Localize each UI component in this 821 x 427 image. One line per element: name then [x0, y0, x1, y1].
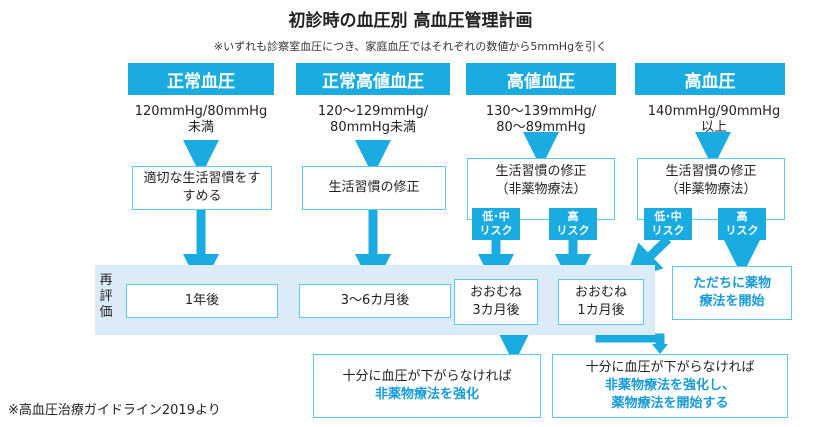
risk-label: 低･中: [654, 210, 682, 223]
action-elevated-line2: （非薬物療法）: [495, 182, 587, 197]
reeval-elevated-high: おおむね 1カ月後: [558, 279, 644, 325]
risk-label: リスク: [725, 224, 759, 237]
reeval-normal-text: 1年後: [184, 293, 220, 308]
source-note: ※高血圧治療ガイドライン2019より: [8, 403, 221, 418]
risk-label: リスク: [479, 224, 513, 237]
reeval-line: 3カ月後: [472, 303, 520, 318]
range-normal-line1: 120mmHg/80mmHg: [134, 104, 268, 119]
action-high-normal: 生活習慣の修正: [302, 166, 446, 210]
reevaluation-char: 再: [99, 273, 113, 288]
reeval-line: 1カ月後: [577, 303, 625, 318]
risk-badge-hypertension-low: 低･中 リスク: [644, 208, 692, 240]
arrow-c4-diagonal: [625, 235, 672, 281]
diagram-title: 初診時の血圧別 高血圧管理計画: [288, 11, 533, 31]
range-hypertension-line2: 以上: [700, 120, 727, 135]
reeval-high-normal-text: 3～6カ月後: [340, 293, 410, 308]
action-high-normal-text: 生活習慣の修正: [328, 180, 420, 195]
reevaluation-label: 再 評 価: [99, 273, 113, 321]
risk-badge-hypertension-high: 高 リスク: [718, 208, 766, 240]
note-text: ※いずれも診察室血圧につき、家庭血圧ではそれぞれの数値から5mmHgを引く: [213, 40, 608, 53]
reeval-line: おおむね: [469, 285, 522, 300]
reeval-normal: 1年後: [126, 284, 278, 318]
range-normal: 120mmHg/80mmHg 未満: [110, 104, 292, 136]
range-hypertension: 140mmHg/90mmHg 以上: [626, 104, 802, 136]
risk-label: 低･中: [482, 210, 510, 223]
immediate-drug-therapy: ただちに薬物 療法を開始: [672, 266, 792, 320]
category-normal: 正常血圧: [128, 63, 274, 95]
reeval-high-normal: 3～6カ月後: [299, 284, 451, 318]
range-elevated-line1: 130～139mmHg/: [485, 104, 597, 119]
action-elevated-line1: 生活習慣の修正: [495, 164, 587, 179]
reevaluation-char: 価: [99, 305, 113, 320]
action-hypertension-line2: （非薬物療法）: [665, 182, 757, 197]
category-high-normal: 正常高値血圧: [296, 63, 450, 95]
action-normal-text: 適切な生活習慣をすすめる: [143, 171, 261, 204]
range-high-normal: 120～129mmHg/ 80mmHg未満: [285, 104, 461, 136]
immediate-line: 療法を開始: [699, 294, 765, 309]
range-high-normal-line1: 120～129mmHg/: [317, 104, 429, 119]
range-hypertension-line1: 140mmHg/90mmHg: [647, 104, 781, 119]
range-normal-line2: 未満: [187, 120, 214, 135]
outcome-2-line1: 十分に血圧が下がらなければ: [585, 360, 755, 375]
reeval-line: おおむね: [574, 285, 627, 300]
range-elevated: 130～139mmHg/ 80～89mmHg: [456, 104, 626, 136]
range-elevated-line2: 80～89mmHg: [496, 120, 586, 135]
outcome-box-1: 十分に血圧が下がらなければ 非薬物療法を強化: [313, 354, 541, 418]
range-high-normal-line2: 80mmHg未満: [330, 120, 416, 135]
risk-badge-elevated-low: 低･中 リスク: [472, 208, 520, 240]
outcome-2-line2: 非薬物療法を強化し、: [604, 378, 735, 393]
risk-label: リスク: [651, 224, 685, 237]
immediate-line: ただちに薬物: [692, 276, 771, 291]
reevaluation-char: 評: [99, 289, 113, 304]
action-normal: 適切な生活習慣をすすめる: [132, 166, 272, 210]
outcome-box-2: 十分に血圧が下がらなければ 非薬物療法を強化し、 薬物療法を開始する: [552, 354, 788, 418]
risk-label: 高: [736, 210, 748, 223]
risk-badge-elevated-high: 高 リスク: [549, 208, 597, 240]
action-hypertension-line1: 生活習慣の修正: [665, 164, 757, 179]
category-elevated: 高値血圧: [466, 63, 616, 95]
risk-label: 高: [567, 210, 579, 223]
outcome-1-line1: 十分に血圧が下がらなければ: [342, 369, 512, 384]
category-hypertension: 高血圧: [635, 63, 785, 95]
outcome-1-line2: 非薬物療法を強化: [374, 387, 479, 402]
reeval-elevated-low: おおむね 3カ月後: [454, 279, 538, 325]
outcome-2-line3: 薬物療法を開始する: [611, 396, 729, 411]
risk-label: リスク: [556, 224, 590, 237]
